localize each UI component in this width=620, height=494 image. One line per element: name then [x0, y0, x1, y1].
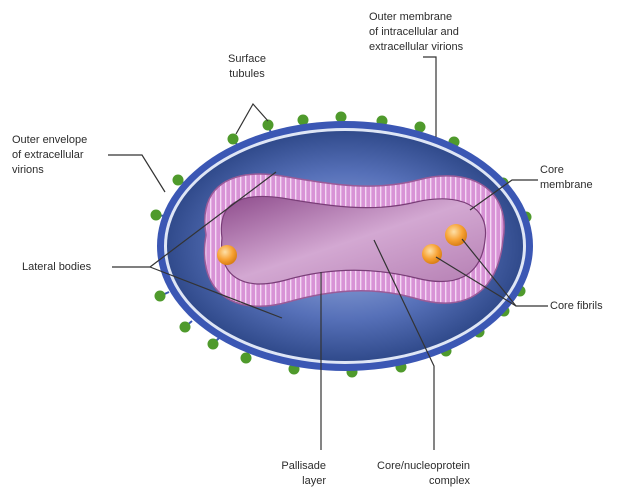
tubule-knob: [180, 321, 193, 333]
tubule-knob: [155, 291, 170, 302]
label-outer-envelope: Outer envelope of extracellular virions: [12, 133, 122, 178]
label-outer-membrane: Outer membrane of intracellular and extr…: [369, 10, 499, 55]
lateral-body-orb: [217, 245, 237, 265]
core-fibril-orb: [422, 244, 442, 264]
label-lateral-bodies: Lateral bodies: [22, 260, 122, 275]
label-core-complex: Core/nucleoprotein complex: [360, 459, 470, 489]
core-fibril-orb: [445, 224, 467, 246]
leader-surface-tubules: [236, 104, 268, 134]
tubule-knob: [208, 338, 220, 350]
label-core-fibrils: Core fibrils: [550, 299, 616, 314]
label-palisade-layer: Pallisade layer: [266, 459, 326, 489]
core-membrane: [221, 196, 485, 283]
label-core-membrane: Core membrane: [540, 163, 610, 193]
label-surface-tubules: Surface tubules: [214, 52, 280, 82]
